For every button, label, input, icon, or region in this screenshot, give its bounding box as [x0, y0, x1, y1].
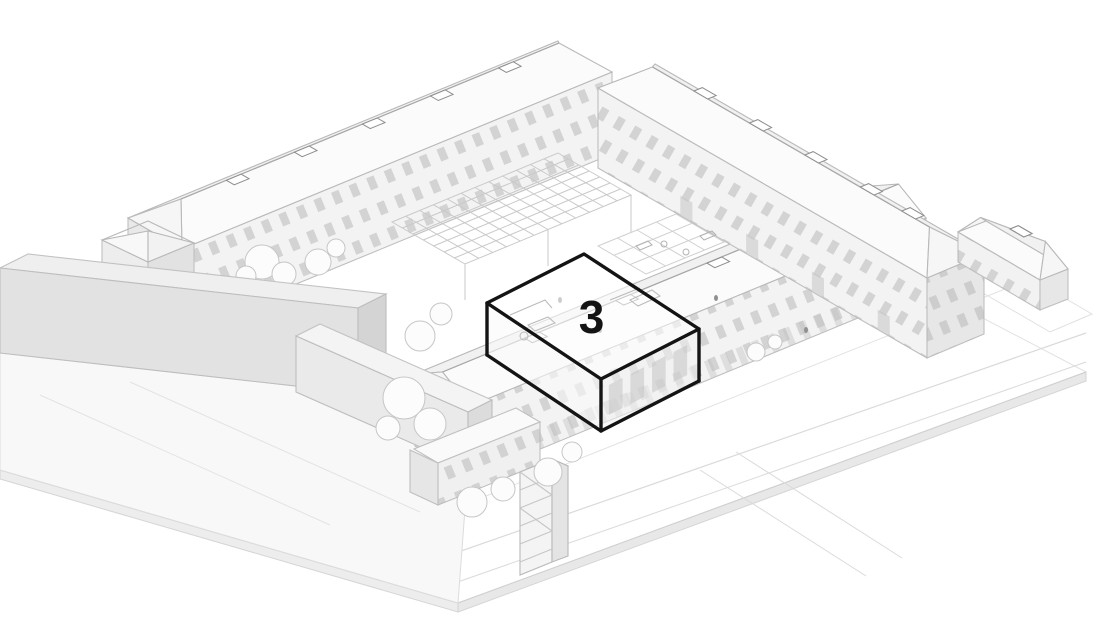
unit-3-plan-sketch: [509, 287, 661, 341]
unit-3-window-strips: [608, 345, 688, 415]
unit-3-outline: [485, 252, 701, 433]
detached-building: [956, 216, 1069, 311]
trees-lower: [375, 376, 583, 518]
entrance-doors: [680, 195, 890, 337]
courtyard-canopy: [390, 152, 633, 300]
unit-3-left-face: [487, 303, 601, 431]
unit-3-top-face: [487, 254, 699, 379]
unit-3-highlight[interactable]: 3: [485, 252, 701, 433]
wing-northeast: [596, 63, 986, 359]
roof-hatches: [225, 61, 523, 186]
roof-hatches: [692, 87, 926, 220]
unit-3-label: 3: [579, 291, 606, 343]
